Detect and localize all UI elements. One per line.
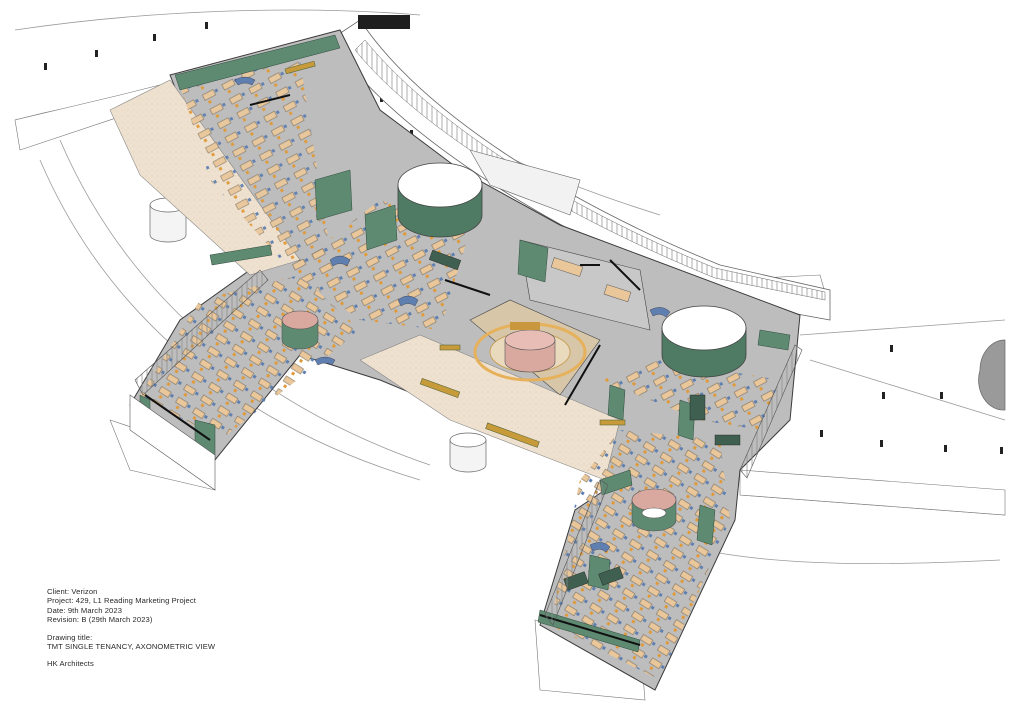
- lounge-furniture: [234, 76, 671, 553]
- dark-lounge-seats: [428, 249, 741, 591]
- title-block: Client: Verizon Project: 429, L1 Reading…: [47, 587, 215, 669]
- architect-line: HK Architects: [47, 659, 94, 669]
- revision-line: Revision: B (29th March 2023): [47, 615, 153, 625]
- green-partitions: [139, 34, 791, 653]
- drawing-title: TMT SINGLE TENANCY, AXONOMETRIC VIEW: [47, 642, 216, 652]
- desk-zone-north-wing: [180, 60, 330, 270]
- central-atrium: [469, 299, 601, 396]
- project-line: Project: 429, L1 Reading Marketing Proje…: [47, 596, 196, 606]
- drum-core-east: [661, 305, 747, 378]
- glazing-lines: [144, 94, 641, 646]
- planters: [284, 60, 626, 448]
- drum-core-north: [397, 162, 483, 238]
- drawing-title-label: Drawing title:: [47, 632, 93, 642]
- date-line: Date: 9th March 2023: [47, 605, 123, 615]
- client-line: Client: Verizon: [47, 587, 98, 596]
- perimeter-fences: [129, 269, 803, 626]
- curved-canopy: [329, 15, 831, 321]
- round-meeting-rooms: [281, 310, 677, 532]
- meeting-rooms-north: [519, 239, 651, 331]
